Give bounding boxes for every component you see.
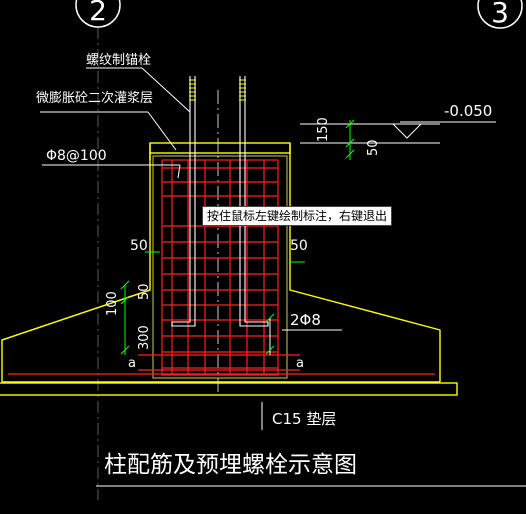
cushion-layer — [0, 382, 458, 396]
label-anchor-bolt: 螺纹制锚栓 — [86, 53, 151, 68]
dim-50-right-side: 50 — [290, 238, 308, 254]
label-stirrup: Φ8@100 — [46, 148, 107, 164]
column-inner-border — [152, 155, 288, 379]
label-cushion: C15 垫层 — [272, 410, 336, 428]
rebar-cage — [8, 159, 435, 376]
dim-50-mid: 50 — [137, 283, 152, 300]
dimension-lines — [120, 119, 355, 355]
dim-300: 300 — [137, 325, 152, 350]
anchor-bolts — [171, 76, 269, 327]
label-elevation: -0.050 — [444, 102, 492, 120]
dim-50-left: 50 — [130, 238, 148, 254]
grid-axis-2: 2 — [75, 0, 121, 500]
dim-100: 100 — [105, 291, 120, 316]
dim-50-right: 50 — [366, 139, 381, 156]
cursor-tooltip: 按住鼠标左键绘制标注，右键退出 — [202, 206, 393, 226]
grid-axis-2-label: 2 — [89, 0, 107, 27]
label-section-a-left: a — [128, 356, 136, 371]
leaders — [40, 67, 342, 355]
grid-axis-3: 3 — [477, 0, 523, 29]
drawing-title: 柱配筋及预埋螺栓示意图 — [104, 452, 357, 478]
label-bottom-bars: 2Φ8 — [290, 311, 321, 329]
elevation-mark — [300, 121, 496, 144]
grid-axis-3-label: 3 — [491, 0, 509, 29]
dim-150: 150 — [316, 117, 331, 142]
label-grout-layer: 微膨胀砼二次灌浆层 — [36, 90, 153, 106]
label-section-a-right: a — [296, 356, 304, 371]
footing-outline — [1, 142, 441, 383]
